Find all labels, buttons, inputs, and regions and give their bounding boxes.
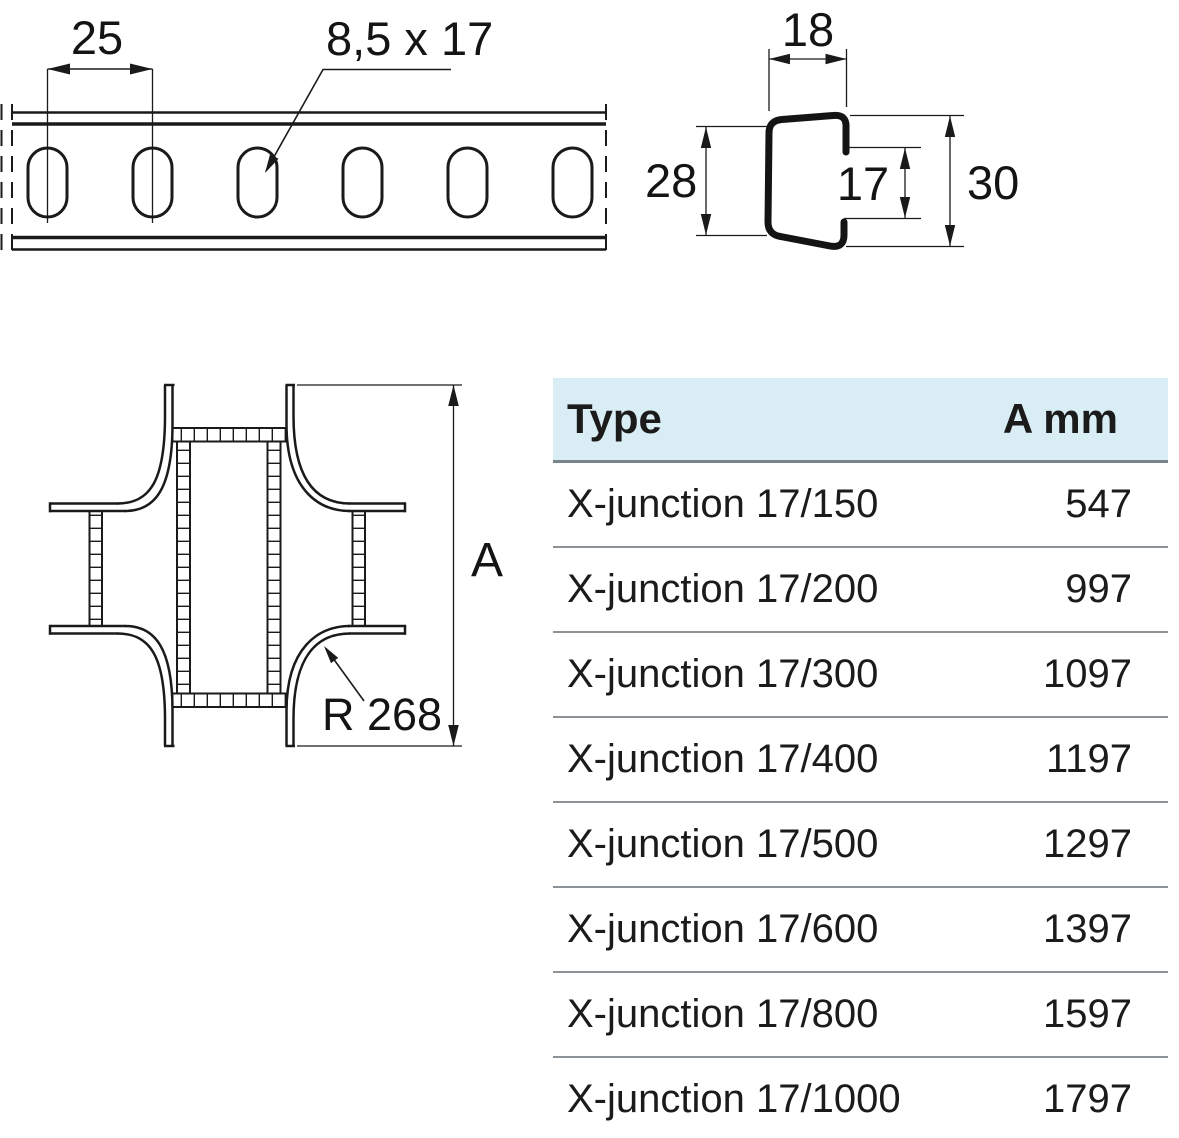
table-row: X-junction 17/400 1197: [553, 717, 1168, 803]
dimension-a: [297, 384, 462, 747]
type-cell: X-junction 17/800: [553, 972, 917, 1058]
junction-rails: [48, 383, 407, 748]
profile-outline: [764, 111, 850, 250]
a-mm-cell: 1597: [916, 972, 1168, 1058]
slot-callout: [265, 68, 451, 173]
arrow-up-left-icon: [324, 646, 339, 664]
junction-perforated-strips: [88, 427, 366, 708]
table-row: X-junction 17/800 1597: [553, 972, 1168, 1058]
table-row: X-junction 17/200 997: [553, 547, 1168, 633]
type-cell: X-junction 17/500: [553, 802, 917, 888]
type-cell: X-junction 17/600: [553, 887, 917, 973]
pitch-dimension: [46, 63, 154, 223]
arrow-right-icon: [130, 63, 153, 75]
table-row: X-junction 17/600 1397: [553, 887, 1168, 973]
dim-a-label: A: [471, 534, 503, 587]
table-row: X-junction 17/500 1297: [553, 802, 1168, 888]
arrow-down-left-icon: [265, 154, 279, 173]
table-header-row: Type A mm: [553, 378, 1168, 463]
a-mm-cell: 1197: [916, 717, 1168, 803]
type-cell: X-junction 17/150: [553, 461, 917, 548]
left-height-label: 28: [645, 154, 697, 207]
radius-callout: [324, 646, 365, 702]
column-header-type: Type: [553, 378, 917, 463]
a-mm-cell: 1297: [916, 802, 1168, 888]
slot-holes: [26, 146, 594, 219]
a-mm-cell: 1097: [916, 632, 1168, 718]
slot-size-label: 8,5 x 17: [326, 12, 493, 65]
radius-label: R 268: [322, 689, 442, 740]
strip-body: [0, 104, 607, 257]
a-mm-cell: 547: [916, 461, 1168, 548]
type-cell: X-junction 17/400: [553, 717, 917, 803]
type-cell: X-junction 17/1000: [553, 1057, 917, 1138]
type-cell: X-junction 17/300: [553, 632, 917, 718]
column-header-a-mm: A mm: [916, 378, 1168, 463]
type-cell: X-junction 17/200: [553, 547, 917, 633]
top-width-label: 18: [782, 3, 834, 56]
profile-dimensions: [696, 49, 964, 248]
pitch-label: 25: [71, 11, 123, 64]
profile-drawing: 18 28 17 30: [645, 3, 1019, 250]
strip-drawing: 25 8,5 x 17: [0, 11, 607, 257]
opening-height-label: 17: [837, 157, 889, 210]
a-mm-cell: 1797: [916, 1057, 1168, 1138]
a-mm-cell: 1397: [916, 887, 1168, 973]
table-row: X-junction 17/1000 1797: [553, 1057, 1168, 1138]
xjunction-drawing: A R 268: [48, 383, 503, 748]
arrow-left-icon: [47, 63, 70, 75]
table-row: X-junction 17/150 547: [553, 461, 1168, 548]
total-height-label: 30: [967, 156, 1019, 209]
a-mm-cell: 997: [916, 547, 1168, 633]
table-row: X-junction 17/300 1097: [553, 632, 1168, 718]
spec-table: Type A mm X-junction 17/150 547 X-juncti…: [553, 378, 1168, 1138]
